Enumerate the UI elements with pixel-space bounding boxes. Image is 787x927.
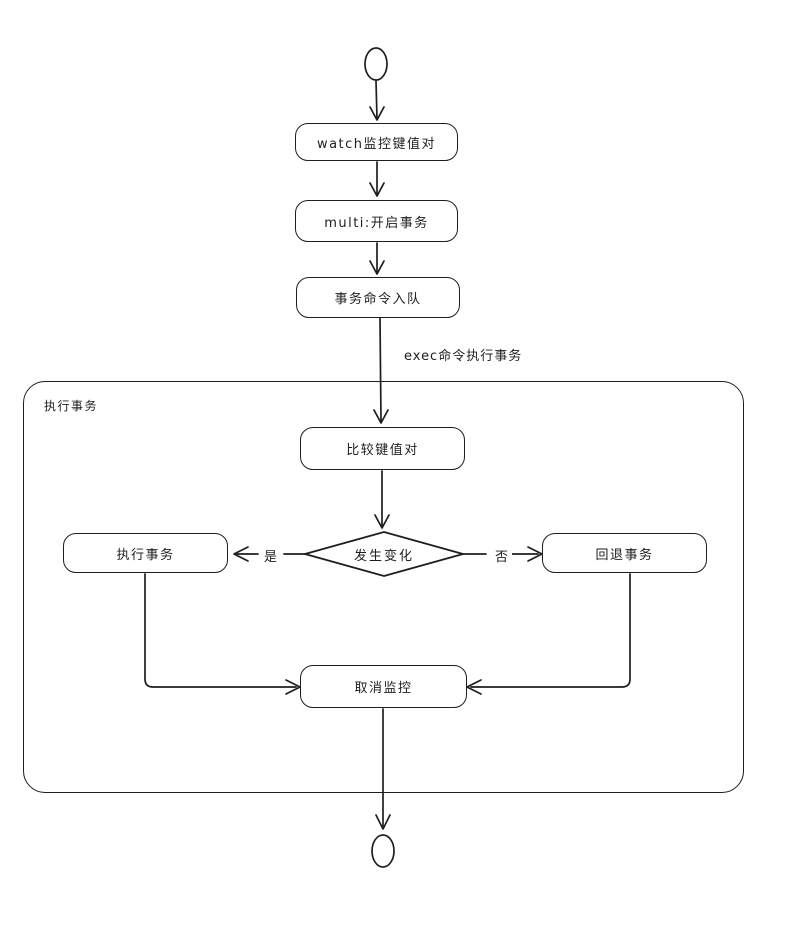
node-cancel-watch: 取消监控: [300, 665, 467, 708]
node-decision-changed-label: 发生变化: [353, 548, 414, 564]
edge-label-exec: exec命令执行事务: [402, 345, 525, 364]
node-execute-transaction-label: 执行事务: [116, 547, 175, 563]
end-node: [371, 834, 395, 868]
edge-label-no: 否: [493, 546, 513, 565]
node-compare-keys-label: 比较键值对: [346, 443, 419, 458]
node-watch-keys-label: watch监控键值对: [316, 136, 437, 152]
edge-rollback-to-cancel: [466, 573, 631, 695]
edge-multi-to-enqueue: [369, 242, 385, 275]
node-rollback-transaction-label: 回退事务: [595, 547, 654, 563]
node-compare-keys: 比较键值对: [300, 427, 465, 470]
edge-compare-to-decision: [374, 470, 390, 529]
edge-watch-to-multi: [369, 161, 385, 197]
group-container-label: 执行事务: [44, 399, 99, 413]
node-enqueue-commands-label: 事务命令入队: [334, 292, 422, 307]
node-enqueue-commands: 事务命令入队: [296, 277, 460, 318]
node-rollback-transaction: 回退事务: [542, 533, 707, 573]
start-node: [364, 47, 388, 81]
edge-cancel-to-end: [375, 708, 391, 830]
node-multi-begin-transaction-label: multi:开启事务: [324, 215, 429, 231]
edge-decision-to-execute: [233, 546, 306, 562]
node-execute-transaction: 执行事务: [63, 533, 228, 573]
node-multi-begin-transaction: multi:开启事务: [295, 200, 458, 242]
group-container-execute-transaction: [23, 381, 744, 793]
edge-label-yes: 是: [262, 546, 282, 565]
node-cancel-watch-label: 取消监控: [354, 681, 413, 696]
edge-start-to-watch: [369, 80, 385, 121]
node-decision-changed: 发生变化: [305, 533, 463, 575]
edge-enqueue-to-compare: [373, 317, 389, 424]
node-watch-keys: watch监控键值对: [295, 123, 458, 161]
